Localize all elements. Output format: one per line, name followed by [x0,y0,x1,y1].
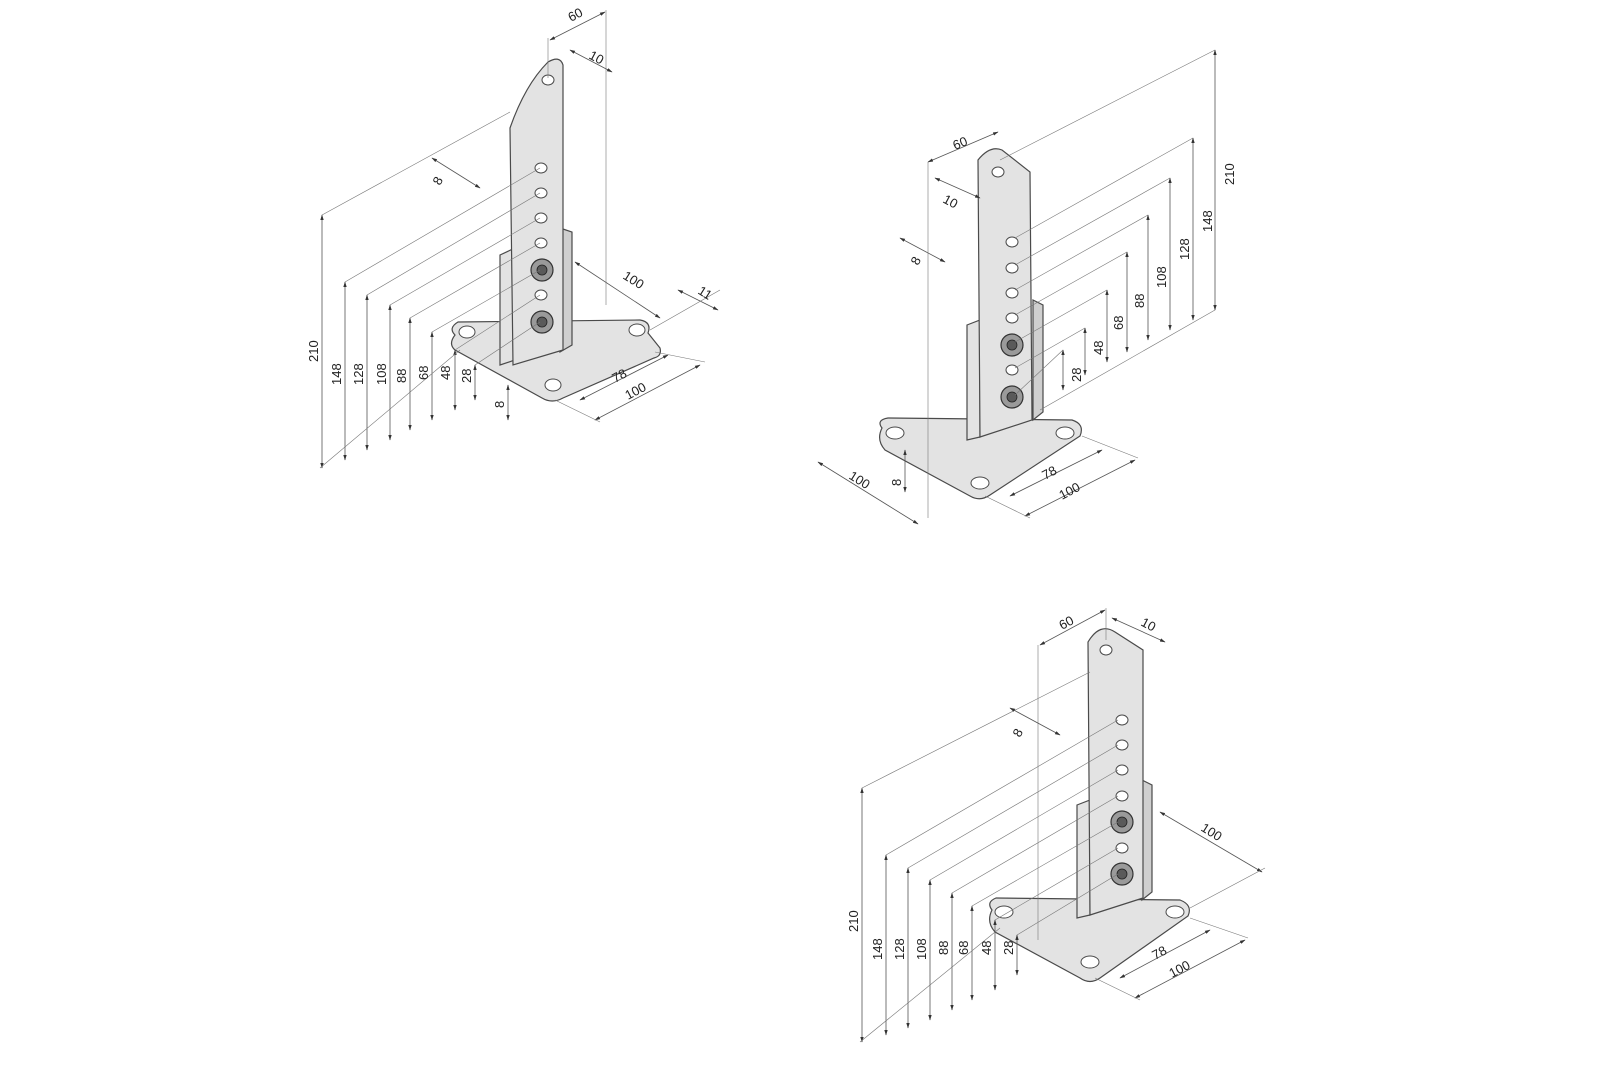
dim-height-128: 128 [1177,238,1192,260]
dim-width-60: 60 [951,133,970,152]
bracket-drawing-2: 60 10 8 210 148 128 108 88 68 48 28 100 … [817,49,1237,525]
dim-depth-100: 100 [620,268,646,292]
dim-edge-11: 11 [695,283,714,303]
bolt-icon [530,258,554,282]
dim-thickness-8: 8 [907,254,924,267]
dim-offset-10: 10 [1139,614,1159,634]
dim-height-68: 68 [956,941,971,955]
bolt-icon [1110,862,1134,886]
dim-height-88: 88 [394,369,409,383]
dim-depth-100: 100 [846,468,872,492]
dim-height-210: 210 [1222,163,1237,185]
dim-width-100: 100 [1056,479,1082,502]
dim-height-128: 128 [351,363,366,385]
bolt-icon [530,310,554,334]
dim-height-128: 128 [892,938,907,960]
dim-plate-8: 8 [889,479,904,486]
dim-height-68: 68 [416,366,431,380]
dim-height-28: 28 [1069,368,1084,382]
dim-width-60: 60 [1056,613,1076,633]
dim-height-88: 88 [936,941,951,955]
dim-height-148: 148 [870,938,885,960]
dim-depth-100: 100 [1198,820,1224,844]
dim-height-108: 108 [1154,266,1169,288]
bracket-drawing-3: 60 10 8 210 148 128 108 88 68 48 28 100 … [846,608,1266,1043]
dim-width-100: 100 [1166,957,1192,980]
dim-height-48: 48 [1091,341,1106,355]
bolt-icon [1110,810,1134,834]
dim-height-210: 210 [846,910,861,932]
dim-thickness-8: 8 [429,174,446,187]
dim-height-48: 48 [979,941,994,955]
dim-height-28: 28 [459,369,474,383]
dim-holes-78: 78 [1149,943,1169,963]
dim-width-60: 60 [565,5,585,25]
bolt-icon [1000,333,1024,357]
dim-plate-8: 8 [492,401,507,408]
dim-height-148: 148 [329,363,344,385]
dim-height-48: 48 [438,366,453,380]
dim-thickness-8: 8 [1009,726,1026,739]
dim-height-28: 28 [1001,941,1016,955]
dim-height-108: 108 [374,363,389,385]
dim-height-68: 68 [1111,316,1126,330]
dim-height-210: 210 [306,340,321,362]
dim-offset-10: 10 [587,47,607,67]
bracket-drawing-1: 60 10 8 210 148 128 108 88 68 48 28 8 10… [306,5,721,469]
dim-height-148: 148 [1200,210,1215,232]
dim-width-100: 100 [622,379,648,402]
dim-height-88: 88 [1132,294,1147,308]
bolt-icon [1000,385,1024,409]
dim-holes-78: 78 [609,366,629,386]
dim-height-108: 108 [914,938,929,960]
dim-holes-78: 78 [1039,463,1059,483]
dim-offset-10: 10 [941,191,961,211]
